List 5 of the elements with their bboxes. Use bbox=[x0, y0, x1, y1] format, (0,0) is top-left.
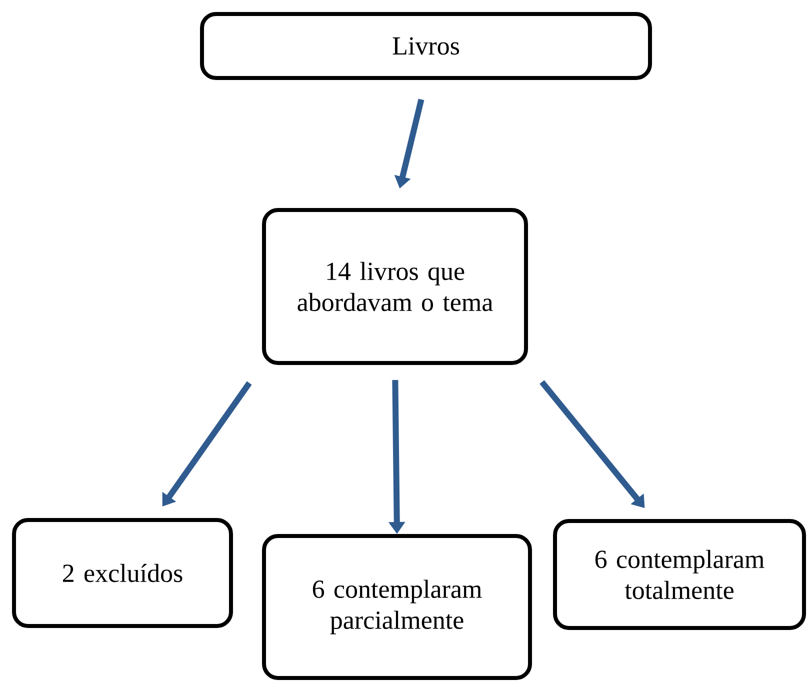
process-box: 6 contemplaram parcialmente bbox=[262, 534, 532, 680]
process-box: 2 excluídos bbox=[12, 518, 233, 628]
process-box: Livros bbox=[200, 12, 652, 80]
process-box: 14 livros que abordavam o tema bbox=[262, 208, 528, 365]
process-box: 6 contemplaram totalmente bbox=[553, 518, 806, 630]
